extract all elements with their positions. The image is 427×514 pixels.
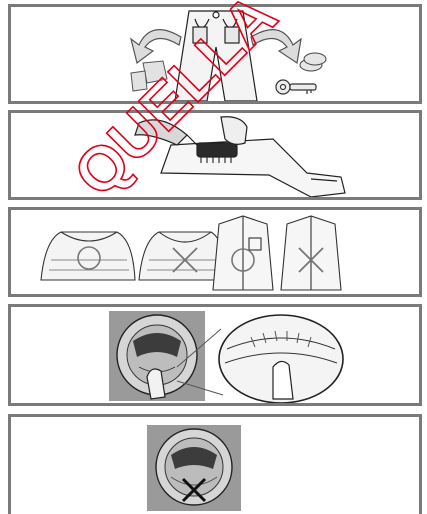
shirt-sleeve-icon bbox=[161, 139, 345, 197]
brush-stains-illustration bbox=[11, 113, 419, 197]
empty-pockets-illustration bbox=[11, 7, 419, 101]
panel-no-overload bbox=[8, 414, 422, 514]
overload-illustration bbox=[11, 417, 419, 514]
collar-ok-icon bbox=[41, 232, 135, 280]
arrow-icon bbox=[131, 30, 181, 63]
panel-close-zippers-buttons bbox=[8, 207, 422, 297]
panel-check-drum-door bbox=[8, 304, 422, 406]
panel-empty-pockets bbox=[8, 4, 422, 104]
arrow-icon bbox=[251, 30, 301, 63]
drum-icon bbox=[147, 425, 241, 511]
hand-icon bbox=[221, 117, 247, 145]
magnifier-icon bbox=[219, 315, 343, 403]
panel-brush-stains bbox=[8, 110, 422, 200]
drum-door-illustration bbox=[11, 307, 419, 403]
trousers-icon bbox=[175, 11, 257, 101]
keys-icon bbox=[276, 80, 316, 94]
zippers-buttons-illustration bbox=[11, 210, 419, 294]
coins-icon bbox=[300, 53, 326, 71]
shirt-ok-icon bbox=[213, 216, 273, 290]
collar-no-icon bbox=[139, 232, 227, 280]
tissue-icon bbox=[131, 61, 167, 91]
shirt-no-icon bbox=[281, 216, 341, 290]
